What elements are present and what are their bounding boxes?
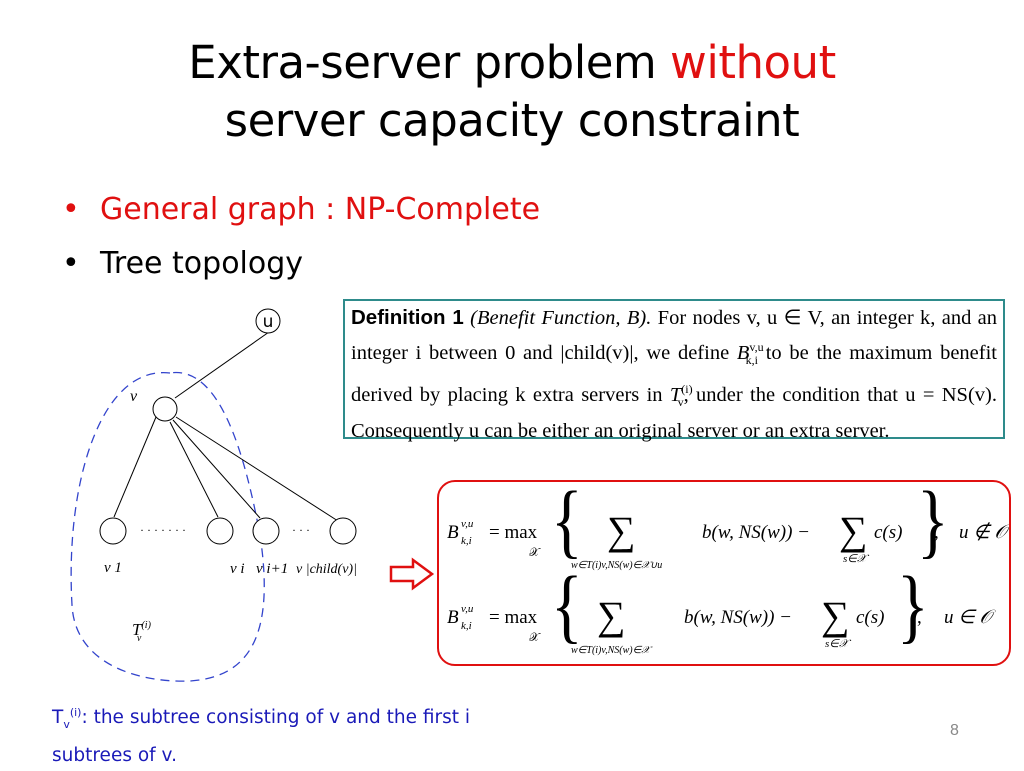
node-v1 — [99, 517, 127, 545]
child-label-vi1: v i+1 — [256, 561, 288, 577]
definition-symbol-sup: v,u — [749, 340, 764, 354]
bullet-item-tree-topology: • Tree topology — [62, 242, 540, 296]
sum-icon: ∑ — [597, 593, 626, 638]
bullet-dot-icon: • — [62, 192, 80, 227]
definition-text-1: For nodes v, u ∈ V, an integer k, and an… — [351, 307, 998, 364]
bullet-item-general-graph: • General graph : NP-Complete — [62, 188, 540, 242]
child-label-vi: v i — [230, 561, 245, 577]
formula-cost-sub: s∈𝒳 — [843, 553, 870, 565]
definition-symbol-sub: k,i — [745, 352, 758, 367]
node-vi — [206, 517, 234, 545]
definition-symbol: B — [736, 341, 750, 364]
formula-row-1: B v,u k,i = max 𝒳 { ∑ w∈T(i)v,NS(w)∈𝒳∪u … — [447, 482, 1009, 571]
dots-left: · · · · · · · — [140, 523, 186, 537]
formula-lhs: B — [447, 607, 459, 628]
bullet-text: General graph : NP-Complete — [100, 192, 541, 227]
subtree-label-t: T — [132, 620, 143, 639]
node-v-label: v — [130, 388, 138, 405]
tree-diagram: u v · · · · · · · · · · v 1 v i v i+1 v … — [70, 308, 357, 682]
formula-max: = max — [489, 607, 538, 628]
node-vi1 — [252, 517, 280, 545]
bullet-text: Tree topology — [100, 246, 304, 281]
node-vlast — [329, 517, 357, 545]
bullet-list: • General graph : NP-Complete • Tree top… — [62, 188, 540, 296]
formula-lhs-sub: k,i — [461, 535, 472, 547]
caption-sub: v — [63, 717, 70, 731]
caption: Tv(i): the subtree consisting of v and t… — [52, 697, 532, 771]
formula-sum-term: b(w, NS(w)) − — [702, 522, 810, 543]
edge-v-vlast — [175, 416, 339, 522]
brace-close-icon: } — [897, 560, 929, 652]
formula-cost-sub: s∈𝒳 — [825, 638, 852, 650]
definition-tv-sub: v — [677, 394, 684, 409]
formula-comma: , — [934, 522, 939, 543]
edge-v-vi1 — [172, 419, 261, 519]
formula-sum-sub: w∈T(i)v,NS(w)∈𝒳∪u — [571, 560, 662, 571]
node-v — [152, 396, 178, 422]
definition-title: (Benefit Function, B). — [470, 307, 652, 329]
sum-icon: ∑ — [839, 508, 868, 553]
definition-box: Definition 1 (Benefit Function, B). For … — [343, 299, 1005, 442]
formula-max: = max — [489, 522, 538, 543]
title-highlight: without — [670, 36, 836, 89]
formula-sum-term: b(w, NS(w)) − — [684, 607, 792, 628]
bullet-dot-icon: • — [62, 246, 80, 281]
definition-tv: T — [669, 383, 682, 406]
right-arrow-icon — [389, 557, 435, 591]
child-label-v1: v 1 — [104, 560, 122, 576]
definition-heading: Definition 1 — [351, 306, 464, 329]
formula-max-sub: 𝒳 — [529, 545, 541, 559]
caption-sup: (i) — [69, 706, 82, 719]
formula-rendering: B v,u k,i = max 𝒳 { ∑ w∈T(i)v,NS(w)∈𝒳∪u … — [447, 482, 1009, 656]
dots-right: · · · — [292, 523, 310, 537]
title-line1: Extra-server problem — [188, 36, 671, 89]
formula-lhs: B — [447, 522, 459, 543]
caption-text: : the subtree consisting of v and the fi… — [52, 707, 471, 766]
edge-v-v1 — [113, 416, 157, 518]
formula-condition-1: u ∉ 𝒪 — [959, 522, 1009, 543]
caption-t: T — [52, 707, 64, 729]
formula-condition-2: u ∈ 𝒪 — [944, 607, 997, 628]
sum-icon: ∑ — [821, 593, 850, 638]
benefit-formula-box: B v,u k,i = max 𝒳 { ∑ w∈T(i)v,NS(w)∈𝒳∪u … — [437, 480, 1011, 666]
definition-tv-sup: (i) — [681, 381, 693, 396]
definition-text-3: , under the condition that u = NS(v). Co… — [351, 383, 997, 442]
brace-open-icon: { — [551, 482, 583, 567]
edge-v-vi — [169, 421, 219, 518]
formula-row-2: B v,u k,i = max 𝒳 { ∑ w∈T(i)v,NS(w)∈𝒳 b(… — [447, 560, 997, 656]
sum-icon: ∑ — [607, 508, 636, 553]
title-line2: server capacity constraint — [224, 94, 800, 147]
node-u — [255, 308, 281, 334]
subtree-label-sup: (i) — [141, 620, 151, 631]
formula-lhs-sup: v,u — [461, 603, 474, 615]
page-number: 8 — [950, 722, 959, 739]
subtree-outline — [70, 371, 265, 682]
formula-lhs-sup: v,u — [461, 518, 474, 530]
brace-open-icon: { — [551, 560, 583, 652]
node-u-label: u — [263, 312, 274, 332]
formula-comma: , — [917, 607, 922, 628]
formula-max-sub: 𝒳 — [529, 630, 541, 644]
subtree-label: T(i) v — [132, 620, 152, 644]
formula-cost-term: c(s) — [874, 522, 902, 543]
definition-text-2: to be the maximum benefit derived by pla… — [351, 341, 997, 406]
formula-lhs-sub: k,i — [461, 620, 472, 632]
child-label-vlast: v |child(v)| — [296, 562, 357, 577]
brace-close-icon: } — [917, 482, 949, 567]
formula-cost-term: c(s) — [856, 607, 884, 628]
slide-title: Extra-server problem without server capa… — [0, 34, 1024, 150]
edge-u-v — [174, 331, 270, 399]
subtree-label-sub: v — [137, 633, 142, 644]
formula-sum-sub: w∈T(i)v,NS(w)∈𝒳 — [571, 645, 653, 656]
